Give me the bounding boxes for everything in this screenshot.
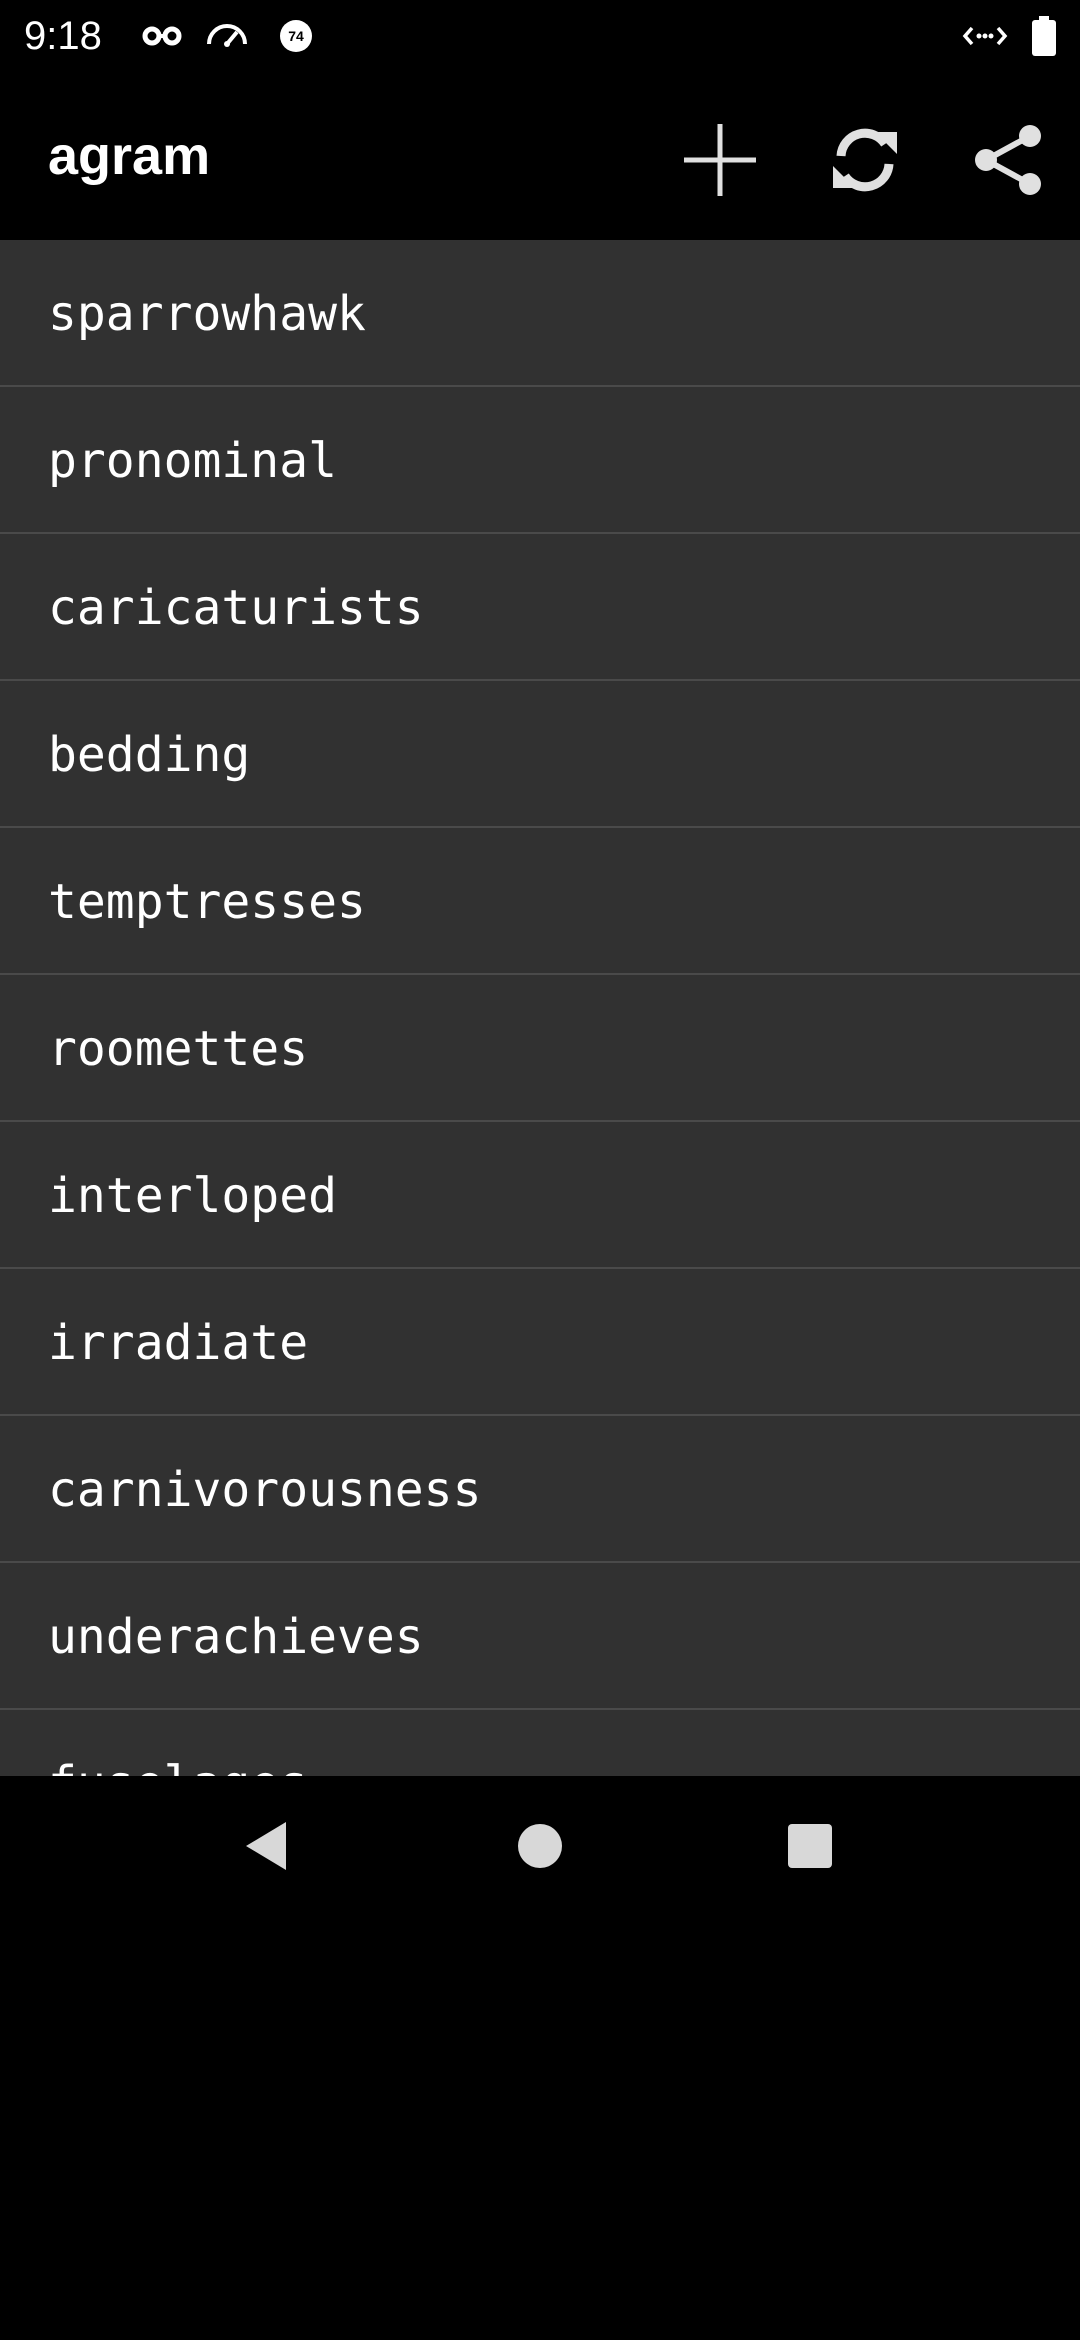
list-item[interactable]: carnivorousness [0,1416,1080,1563]
status-time: 9:18 [24,14,102,58]
back-icon [240,1818,296,1879]
incognito-icon [140,14,184,58]
list-item[interactable]: pronominal [0,387,1080,534]
back-button[interactable] [220,1800,316,1896]
add-button[interactable] [672,114,768,210]
home-button[interactable] [492,1800,588,1896]
word-label: pronominal [48,433,337,489]
home-icon [516,1822,564,1875]
word-label: fuselages [48,1754,308,1776]
add-icon [682,122,758,203]
list-item[interactable]: irradiate [0,1269,1080,1416]
recents-icon [786,1822,834,1875]
word-label: irradiate [48,1315,309,1371]
word-label: underachieves [48,1609,424,1665]
list-item[interactable]: sparrowhawk [0,240,1080,387]
word-label: carnivorousness [48,1462,482,1518]
status-bar: 9:18 74 [0,0,1080,72]
share-icon [970,122,1046,203]
refresh-icon [827,122,903,203]
word-label: sparrowhawk [48,286,366,342]
navigation-bar [0,1776,1080,1920]
list-item[interactable]: interloped [0,1122,1080,1269]
list-item[interactable]: underachieves [0,1563,1080,1710]
speedometer-icon [204,14,250,58]
list-item[interactable]: roomettes [0,975,1080,1122]
refresh-button[interactable] [817,114,913,210]
word-label: interloped [48,1168,337,1224]
word-list[interactable]: sparrowhawk pronominal caricaturists bed… [0,240,1080,1776]
word-label: caricaturists [48,580,424,636]
recents-button[interactable] [762,1800,858,1896]
list-item[interactable]: bedding [0,681,1080,828]
battery-icon [1030,14,1058,58]
share-button[interactable] [960,114,1056,210]
badge-74-icon: 74 [276,14,316,58]
data-sync-icon [962,14,1008,58]
badge-number: 74 [288,28,304,44]
app-title: agram [48,126,211,186]
word-label: bedding [48,727,251,783]
list-item[interactable]: temptresses [0,828,1080,975]
word-label: temptresses [48,874,366,930]
app-bar: agram [0,72,1080,240]
word-label: roomettes [48,1021,309,1077]
list-item[interactable]: fuselages [0,1710,1080,1776]
list-item[interactable]: caricaturists [0,534,1080,681]
